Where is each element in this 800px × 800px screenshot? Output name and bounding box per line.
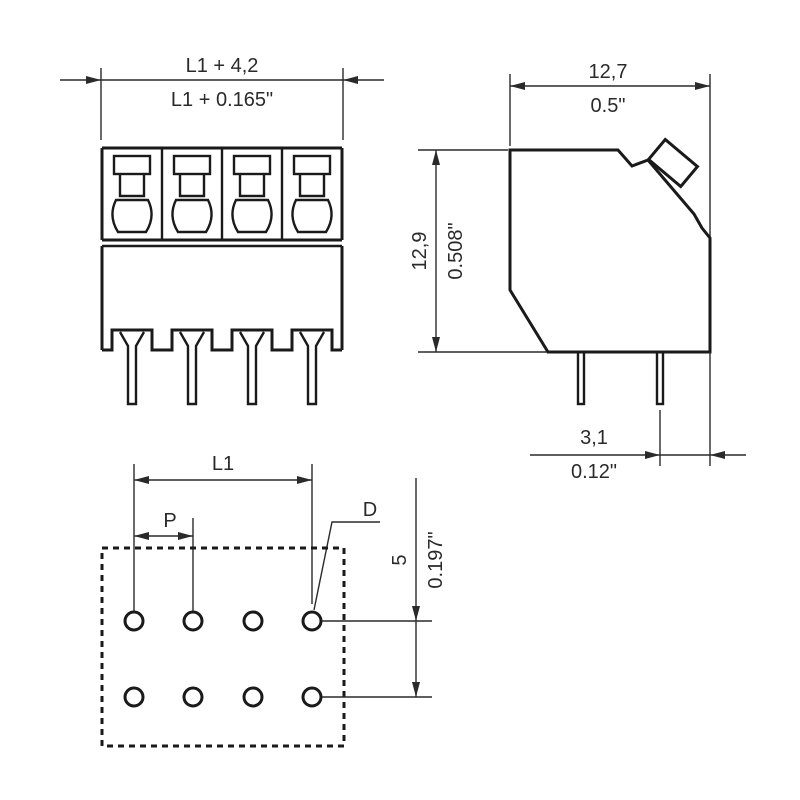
front-width-mm-label: L1 + 4,2 bbox=[186, 55, 259, 77]
side-pins bbox=[576, 350, 665, 406]
front-width-in-label: L1 + 0.165" bbox=[171, 89, 273, 111]
front-housing-top bbox=[100, 146, 344, 248]
pcb-footprint: L1 P D 5 0.197" bbox=[100, 453, 447, 748]
side-pin-offset-mm-label: 3,1 bbox=[580, 427, 608, 449]
side-height-mm-label: 12,9 bbox=[409, 232, 431, 271]
front-view: L1 + 4,2 L1 + 0.165" bbox=[60, 55, 384, 406]
side-pin-offset-in-label: 0.12" bbox=[571, 461, 617, 483]
side-height-in-label: 0.508" bbox=[445, 222, 467, 279]
side-depth-in-label: 0.5" bbox=[591, 95, 626, 117]
front-clamp-cavities bbox=[111, 154, 333, 234]
side-view: 12,7 0.5" 12,9 0.508" 3,1 0.12" bbox=[409, 61, 746, 483]
side-body-outline bbox=[508, 148, 712, 354]
side-depth-mm-label: 12,7 bbox=[589, 61, 628, 83]
footprint-length-label: L1 bbox=[212, 453, 234, 475]
front-pins bbox=[118, 331, 326, 406]
footprint-pitch-label: P bbox=[163, 510, 176, 532]
footprint-outline bbox=[100, 546, 346, 748]
footprint-holes bbox=[123, 610, 323, 708]
front-housing-body bbox=[100, 246, 344, 352]
side-push-button bbox=[646, 137, 700, 189]
footprint-diameter-label: D bbox=[363, 499, 377, 521]
footprint-row-spacing-mm-label: 5 bbox=[389, 554, 411, 565]
footprint-row-spacing-in-label: 0.197" bbox=[425, 531, 447, 588]
